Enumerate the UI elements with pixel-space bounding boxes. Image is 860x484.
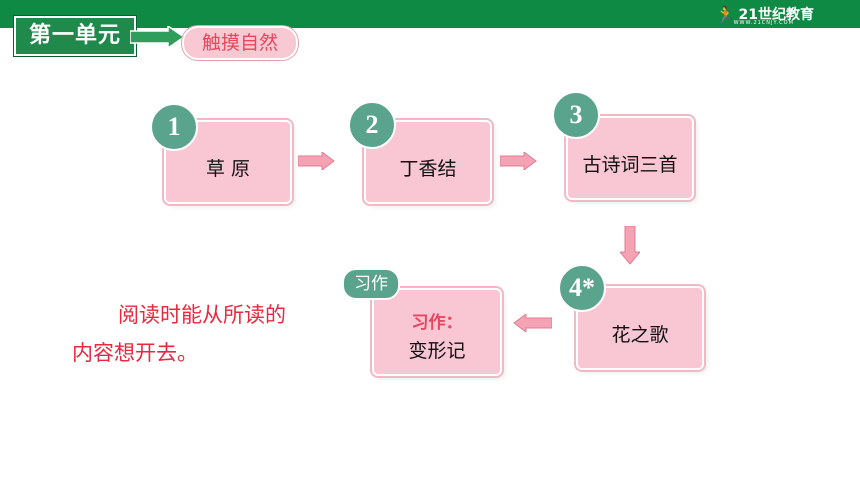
- writing-card[interactable]: 习作： 变形记: [372, 288, 502, 376]
- lesson-number-badge-3: 3: [552, 91, 600, 139]
- lesson-title-1: 草 原: [205, 158, 251, 180]
- unit-label: 第一单元: [14, 16, 136, 56]
- lesson-title-2: 丁香结: [399, 158, 457, 180]
- lesson-card-1[interactable]: 草 原: [164, 120, 292, 204]
- arrow-left-icon: [513, 314, 552, 332]
- lesson-number-badge-4: 4*: [558, 264, 606, 312]
- runner-icon: 🏃: [715, 4, 736, 24]
- site-logo: 🏃 21世纪教育 WWW.21CNJY.COM: [715, 4, 814, 27]
- writing-badge: 习作: [342, 268, 400, 300]
- lesson-title-3: 古诗词三首: [582, 154, 678, 176]
- lesson-number-badge-1: 1: [150, 103, 198, 151]
- arrow-right-icon: [298, 152, 335, 170]
- unit-arrow-icon: [130, 26, 186, 48]
- arrow-down-icon: [620, 226, 640, 265]
- note-line-1: 阅读时能从所读的: [118, 303, 286, 327]
- topic-label: 触摸自然: [182, 26, 298, 60]
- logo-subtext: WWW.21CNJY.COM: [733, 20, 794, 26]
- arrow-right-icon: [500, 152, 537, 170]
- lesson-number-badge-2: 2: [348, 101, 396, 149]
- note-line-2: 内容想开去。: [72, 341, 198, 365]
- learning-goal-note: 阅读时能从所读的 内容想开去。: [72, 296, 332, 372]
- lesson-title-4: 花之歌: [611, 324, 669, 346]
- logo-text: 21世纪教育: [738, 7, 814, 23]
- writing-title: 变形记: [408, 340, 466, 362]
- top-bar: 🏃 21世纪教育 WWW.21CNJY.COM: [0, 0, 860, 28]
- writing-label: 习作：: [411, 313, 463, 333]
